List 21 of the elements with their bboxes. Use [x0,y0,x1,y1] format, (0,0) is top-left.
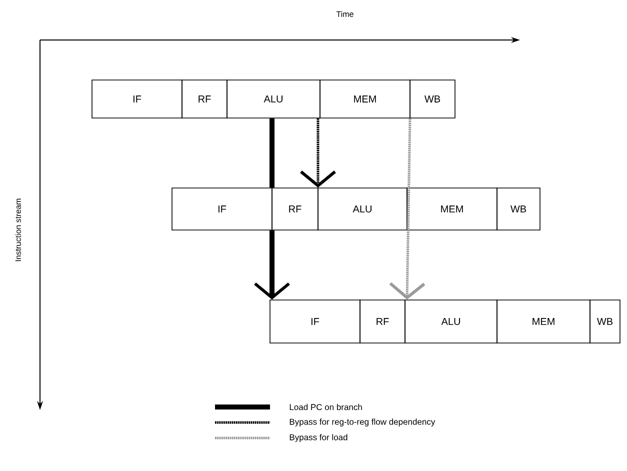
axis-label: Instruction stream [15,198,21,262]
stage-cell: IF [270,300,360,344]
stage-cell: RF [360,300,406,344]
stage-cell: MEM [406,188,498,230]
stage-cell: IF [172,188,272,230]
stage-cell: ALU [404,300,498,344]
legend-text: Bypass for load [290,434,348,442]
legend-text: Load PC on branch [290,404,362,410]
axis-label: Time [336,11,354,17]
stage-cell: WB [590,300,620,344]
arrow [389,118,426,300]
stage-cell: ALU [318,188,408,230]
legend-text: Bypass for reg-to-reg flow dependency [290,418,436,426]
stage-cell: RF [272,188,318,230]
stage-cell: MEM [496,300,590,344]
stage-cell: WB [410,80,456,118]
stage-cell: RF [182,80,228,118]
stage-cell: ALU [226,80,320,118]
stage-cell: IF [92,80,182,118]
stage-cell: WB [496,188,540,230]
stage-cell: MEM [320,80,410,118]
